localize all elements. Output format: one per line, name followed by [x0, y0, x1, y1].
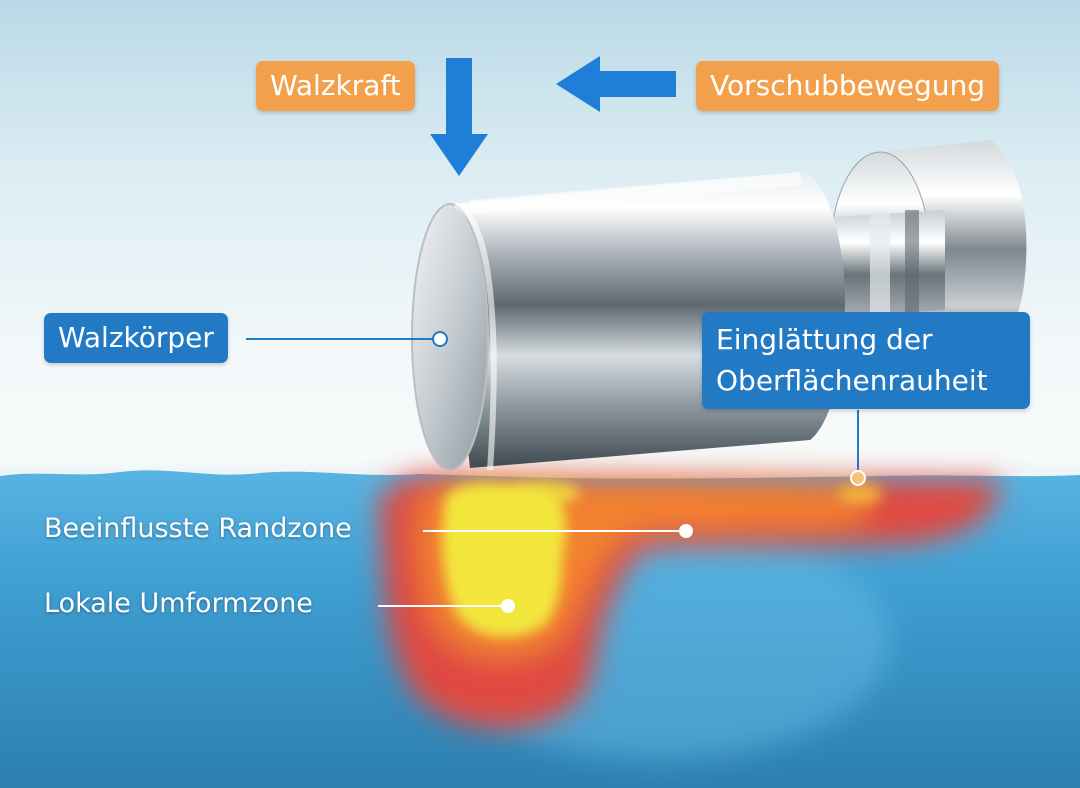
leader-umformzone — [378, 599, 515, 613]
affected-zone-label: Beeinflusste Randzone — [44, 513, 352, 544]
leader-einglaettung — [850, 410, 866, 486]
feed-motion-arrow — [556, 56, 676, 112]
rolling-force-label: Walzkraft — [256, 61, 415, 111]
leader-walzkoerper — [246, 331, 448, 347]
rolling-force-arrow — [430, 58, 488, 176]
forming-zone-label: Lokale Umformzone — [44, 588, 313, 619]
smoothing-label: Einglättung der Oberflächenrauheit — [702, 312, 1030, 410]
rolling-body-label: Walzkörper — [44, 313, 228, 363]
leader-randzone — [423, 524, 693, 538]
feed-motion-label: Vorschubbewegung — [696, 61, 1000, 111]
forming-zone-core — [442, 481, 882, 637]
roller — [411, 140, 1027, 471]
